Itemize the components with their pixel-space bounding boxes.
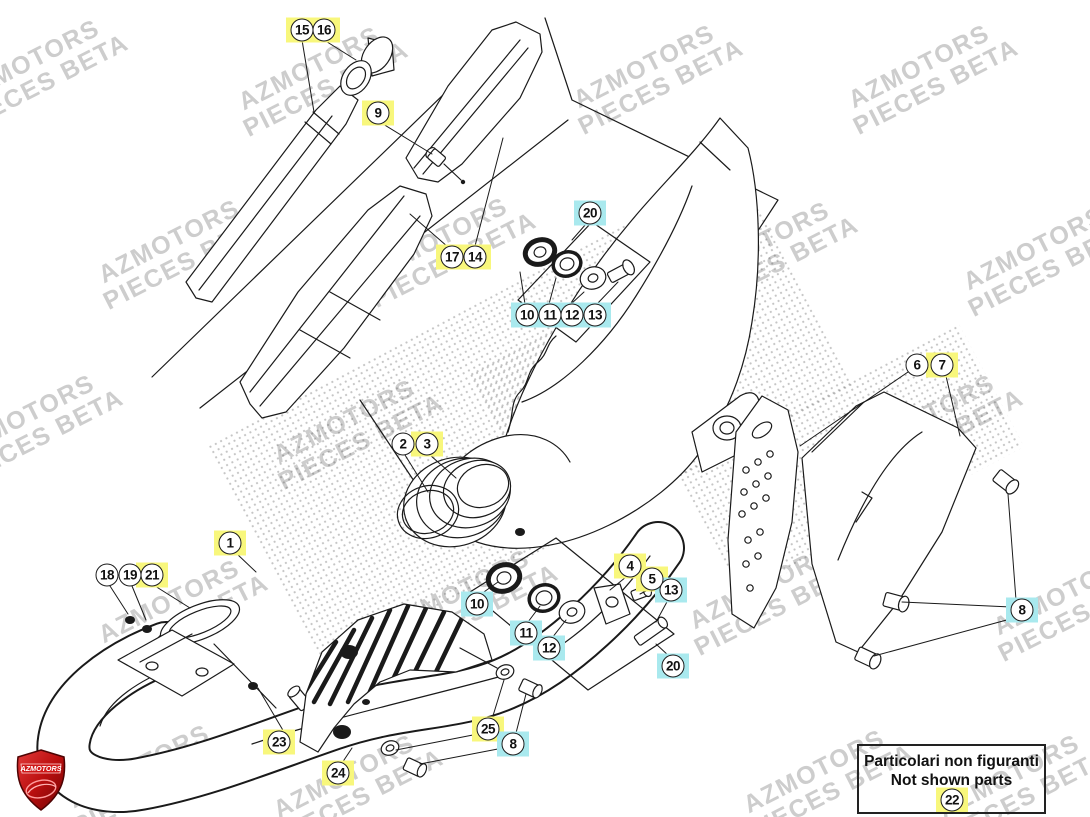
flange-gasket (117, 599, 277, 709)
washer-group-bottom (469, 537, 675, 691)
guard-fasteners (380, 647, 543, 778)
callout-6-10[interactable]: 6 (905, 353, 929, 377)
callout-10-6[interactable]: 10 (515, 303, 539, 327)
callout-1-14[interactable]: 1 (218, 531, 242, 555)
callout-24-29[interactable]: 24 (326, 761, 350, 785)
callout-2-12[interactable]: 2 (391, 432, 415, 456)
callout-20-5[interactable]: 20 (578, 201, 602, 225)
callout-8-27[interactable]: 8 (501, 732, 525, 756)
callout-21-17[interactable]: 21 (140, 563, 164, 587)
callout-13-20[interactable]: 13 (659, 578, 683, 602)
callout-15-0[interactable]: 15 (290, 18, 314, 42)
callout-12-23[interactable]: 12 (537, 636, 561, 660)
inlet-rings (396, 456, 512, 548)
callout-11-22[interactable]: 11 (514, 621, 538, 645)
callout-13-9[interactable]: 13 (583, 303, 607, 327)
silencer-body (442, 117, 760, 549)
callout-5-19[interactable]: 5 (640, 567, 664, 591)
callout-23-28[interactable]: 23 (267, 730, 291, 754)
heat-shield-plates (727, 391, 977, 653)
callout-9-2[interactable]: 9 (366, 101, 390, 125)
washer-group-top (517, 221, 651, 343)
callout-7-11[interactable]: 7 (930, 353, 954, 377)
note-line-english: Not shown parts (890, 772, 1013, 790)
callout-16-1[interactable]: 16 (312, 18, 336, 42)
silencer-covers (185, 21, 543, 419)
callout-4-18[interactable]: 4 (618, 554, 642, 578)
callout-20-24[interactable]: 20 (661, 654, 685, 678)
callout-3-13[interactable]: 3 (415, 432, 439, 456)
logo-text: AZMOTORS (20, 764, 62, 773)
callout-12-8[interactable]: 12 (560, 303, 584, 327)
callout-18-15[interactable]: 18 (95, 563, 119, 587)
callout-25-26[interactable]: 25 (476, 717, 500, 741)
callout-10-21[interactable]: 10 (465, 592, 489, 616)
note-line-italian: Particolari non figuranti (864, 753, 1039, 770)
not-shown-parts-box: Particolari non figuranti Not shown part… (857, 744, 1046, 814)
exhaust-guard (299, 603, 493, 753)
callout-11-7[interactable]: 11 (538, 303, 562, 327)
callout-19-16[interactable]: 19 (118, 563, 142, 587)
callout-14-4[interactable]: 14 (463, 245, 487, 269)
callout-17-3[interactable]: 17 (440, 245, 464, 269)
callout-8-25[interactable]: 8 (1010, 598, 1034, 622)
azmotors-logo-badge: AZMOTORS (16, 749, 66, 811)
callout-22-30[interactable]: 22 (940, 788, 964, 812)
mounting-screws (854, 469, 1020, 670)
